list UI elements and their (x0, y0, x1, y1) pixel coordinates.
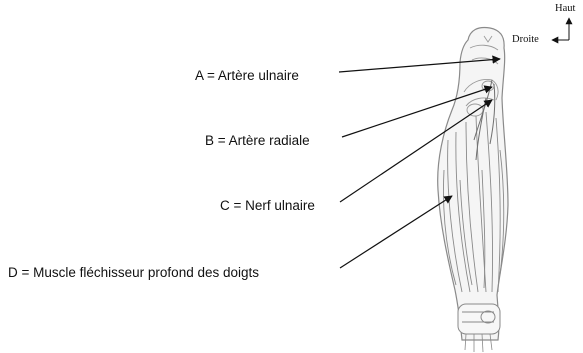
label-b: B = Artère radiale (205, 134, 310, 148)
label-c: C = Nerf ulnaire (220, 199, 315, 213)
orientation-up-label: Haut (555, 4, 575, 15)
orientation-right-label: Droite (512, 35, 539, 46)
leader-line-d (340, 196, 452, 268)
label-d: D = Muscle fléchisseur profond des doigt… (8, 266, 259, 280)
label-a: A = Artère ulnaire (195, 69, 299, 83)
orientation-arrows (552, 18, 569, 40)
